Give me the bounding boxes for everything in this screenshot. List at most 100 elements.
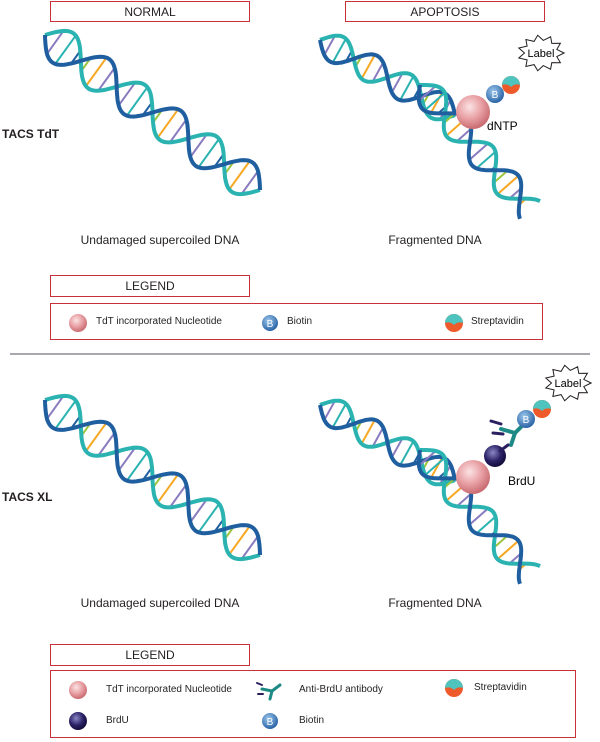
legend-biotin-label: Biotin: [299, 715, 325, 726]
header-apoptosis: APOPTOSIS: [345, 1, 545, 22]
base-pair: [46, 395, 65, 420]
base-pair: [496, 540, 520, 560]
header-normal-label: NORMAL: [124, 4, 176, 19]
base-pair: [496, 175, 520, 195]
nucleotide-sphere: [456, 95, 490, 129]
base-pair: [85, 422, 108, 452]
dna-fragmented-1: B Label dNTP: [318, 33, 566, 220]
strand-dark: [43, 399, 262, 556]
base-pair: [126, 451, 149, 482]
dna-helix-normal-2: [43, 393, 262, 562]
legend-title-2-label: LEGEND: [125, 648, 175, 662]
base-pair: [46, 30, 65, 55]
legend-nucleotide-icon: [69, 314, 87, 332]
base-pair: [240, 535, 259, 560]
caption-fragmented-1: Fragmented DNA: [388, 233, 482, 247]
base-pair: [126, 86, 149, 117]
base-pair: [418, 450, 437, 467]
base-pair: [331, 38, 347, 64]
base-pair: [423, 457, 446, 477]
strand-dark: [318, 404, 457, 481]
base-pair: [54, 34, 77, 65]
section-divider: [10, 353, 590, 355]
base-pair: [189, 498, 208, 523]
base-pair: [331, 403, 347, 429]
nucleotide-sphere: [456, 460, 490, 494]
dntp-label: dNTP: [487, 119, 518, 133]
label-burst-icon: Label: [544, 364, 593, 402]
legend-title-1-label: LEGEND: [125, 279, 175, 293]
base-pair: [54, 399, 77, 430]
legend-nucleotide-label: TdT incorporated Nucleotide: [106, 684, 232, 695]
base-pair: [493, 169, 509, 184]
biotin-letter: B: [492, 90, 499, 101]
base-pair: [156, 473, 179, 504]
streptavidin-icon: [502, 76, 520, 94]
label-burst-text: Label: [528, 48, 555, 60]
base-pair: [360, 54, 376, 80]
base-pair: [228, 160, 251, 191]
base-pair: [399, 440, 415, 466]
legend-streptavidin-label: Streptavidin: [471, 316, 524, 327]
strand-dark: [318, 39, 457, 116]
legend-box-1: TdT incorporated Nucleotide B Biotin Str…: [50, 303, 543, 340]
base-pair: [240, 170, 259, 195]
base-pair: [360, 419, 376, 445]
base-pair: [197, 503, 220, 533]
strand-light: [420, 83, 541, 203]
legend-biotin-label: Biotin: [287, 316, 313, 327]
biotin-letter: B: [523, 415, 530, 426]
base-pair: [169, 118, 188, 143]
label-burst-icon: Label: [517, 34, 566, 72]
caption-undamaged-1: Undamaged supercoiled DNA: [80, 233, 240, 247]
base-pair: [97, 432, 116, 457]
base-pair: [390, 72, 404, 93]
base-pair: [189, 133, 208, 158]
base-pair: [371, 62, 385, 83]
base-pair: [117, 82, 136, 107]
label-burst-text: Label: [555, 378, 582, 390]
base-pair: [97, 67, 116, 92]
biotin-sphere: [517, 410, 535, 428]
side-label-tacs-xl: TACS XL: [2, 490, 53, 504]
legend-biotin-icon: B: [262, 713, 278, 729]
legend-box-2: TdT incorporated Nucleotide Anti-BrdU an…: [50, 670, 576, 738]
base-pair: [423, 92, 446, 112]
legend-biotin-letter: B: [267, 717, 274, 728]
caption-undamaged-2: Undamaged supercoiled DNA: [80, 596, 240, 610]
strand-dark: [416, 449, 524, 585]
side-label-tacs-tdt: TACS TdT: [2, 127, 60, 141]
base-pair: [323, 35, 336, 56]
dna-fragmented-2: BrdU B Label: [318, 364, 593, 585]
base-pair: [475, 515, 497, 535]
biotin-sphere: [486, 85, 504, 103]
base-pair: [390, 437, 404, 458]
legend-nucleotide-icon: [69, 681, 87, 699]
caption-fragmented-2: Fragmented DNA: [388, 596, 482, 610]
legend-biotin-icon: B: [262, 315, 278, 331]
base-pair: [197, 138, 220, 168]
base-pair: [456, 127, 472, 143]
base-pair: [156, 108, 179, 139]
legend-streptavidin-label: Streptavidin: [474, 682, 527, 693]
base-pair: [117, 447, 136, 472]
streptavidin-icon: [533, 400, 551, 418]
legend-title-1: LEGEND: [50, 275, 250, 297]
legend-streptavidin-icon: [445, 314, 463, 332]
header-normal: NORMAL: [50, 1, 250, 22]
legend-biotin-letter: B: [267, 319, 274, 330]
strand-light: [420, 448, 541, 568]
legend-antibody-icon: [256, 682, 282, 701]
brdu-label: BrdU: [508, 474, 535, 488]
header-apoptosis-label: APOPTOSIS: [410, 4, 480, 19]
base-pair: [493, 534, 509, 549]
legend-nucleotide-label: TdT incorporated Nucleotide: [96, 316, 222, 327]
base-pair: [399, 75, 415, 101]
legend-title-2: LEGEND: [50, 644, 250, 666]
legend-antibody-label: Anti-BrdU antibody: [299, 684, 383, 695]
base-pair: [371, 427, 385, 448]
legend-streptavidin-icon: [445, 679, 463, 697]
base-pair: [323, 400, 336, 421]
strand-dark: [43, 34, 262, 191]
base-pair: [475, 150, 497, 170]
